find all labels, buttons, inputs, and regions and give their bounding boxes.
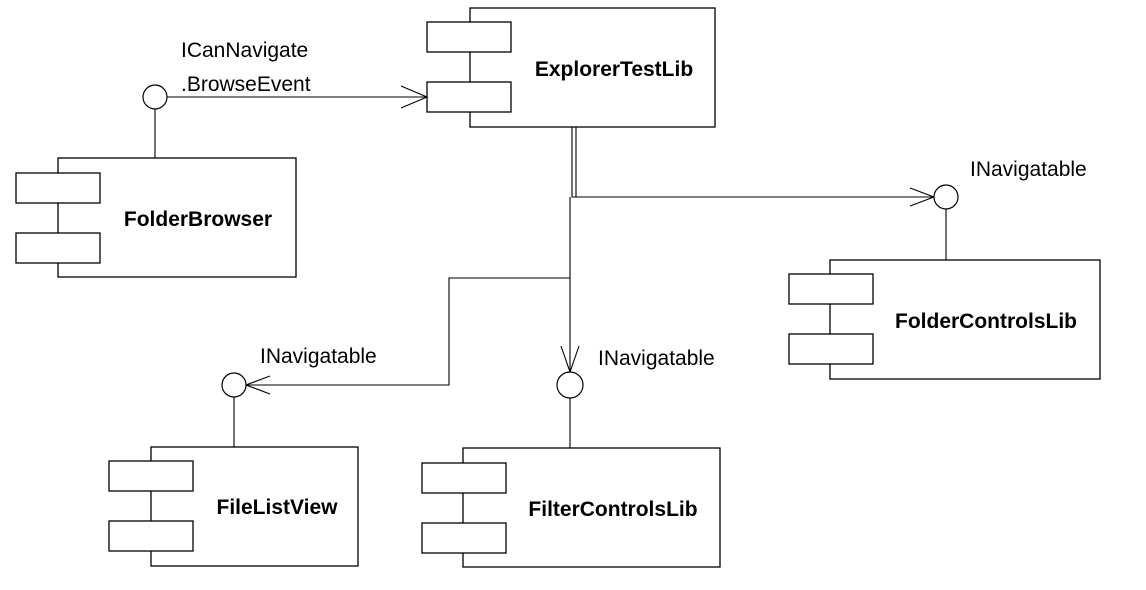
component-port-top: [108, 460, 194, 492]
interface-file-list: INavigatable: [221, 345, 377, 447]
interface-filter-controls: INavigatable: [556, 347, 715, 448]
interface-label-line2: .BrowseEvent: [181, 73, 311, 96]
dependency-line-start: [571, 127, 577, 198]
interface-label: INavigatable: [260, 345, 377, 368]
component-name: FolderBrowser: [124, 208, 272, 231]
dependency-browse-event: [167, 85, 429, 109]
interface-label: INavigatable: [598, 347, 715, 370]
interface-folder-controls: INavigatable: [933, 158, 1087, 260]
component-name: FileListView: [217, 496, 339, 519]
component-port-bottom: [15, 232, 101, 264]
component-body: [829, 259, 1101, 380]
component-folder-browser: FolderBrowser: [15, 157, 297, 278]
interface-lollipop: [933, 184, 959, 210]
component-name: FolderControlsLib: [895, 310, 1077, 333]
interface-label-line1: ICanNavigate: [181, 39, 308, 62]
arrowhead: [400, 85, 429, 109]
interface-lollipop: [556, 371, 584, 399]
dependency-filter-controls: [560, 278, 580, 374]
component-port-bottom: [108, 520, 194, 552]
component-explorer-test-lib: ExplorerTestLib: [426, 7, 716, 128]
dependency-line: [246, 197, 571, 386]
component-port-bottom: [426, 81, 512, 113]
interface-browse-event: ICanNavigate .BrowseEvent: [142, 39, 311, 158]
component-port-bottom: [421, 522, 507, 554]
component-port-bottom: [788, 333, 874, 365]
interface-lollipop: [221, 372, 247, 398]
component-name: ExplorerTestLib: [535, 58, 693, 81]
component-port-top: [15, 172, 101, 204]
component-port-top: [421, 462, 507, 494]
component-port-top: [788, 273, 874, 305]
component-file-list-view: FileListView: [108, 446, 359, 567]
interface-lollipop: [142, 84, 168, 110]
component-folder-controls-lib: FolderControlsLib: [788, 259, 1101, 380]
component-name: FilterControlsLib: [528, 498, 697, 521]
component-port-top: [426, 21, 512, 53]
dependency-folder-controls: [571, 127, 936, 207]
component-filter-controls-lib: FilterControlsLib: [421, 447, 721, 568]
interface-label: INavigatable: [970, 158, 1087, 181]
